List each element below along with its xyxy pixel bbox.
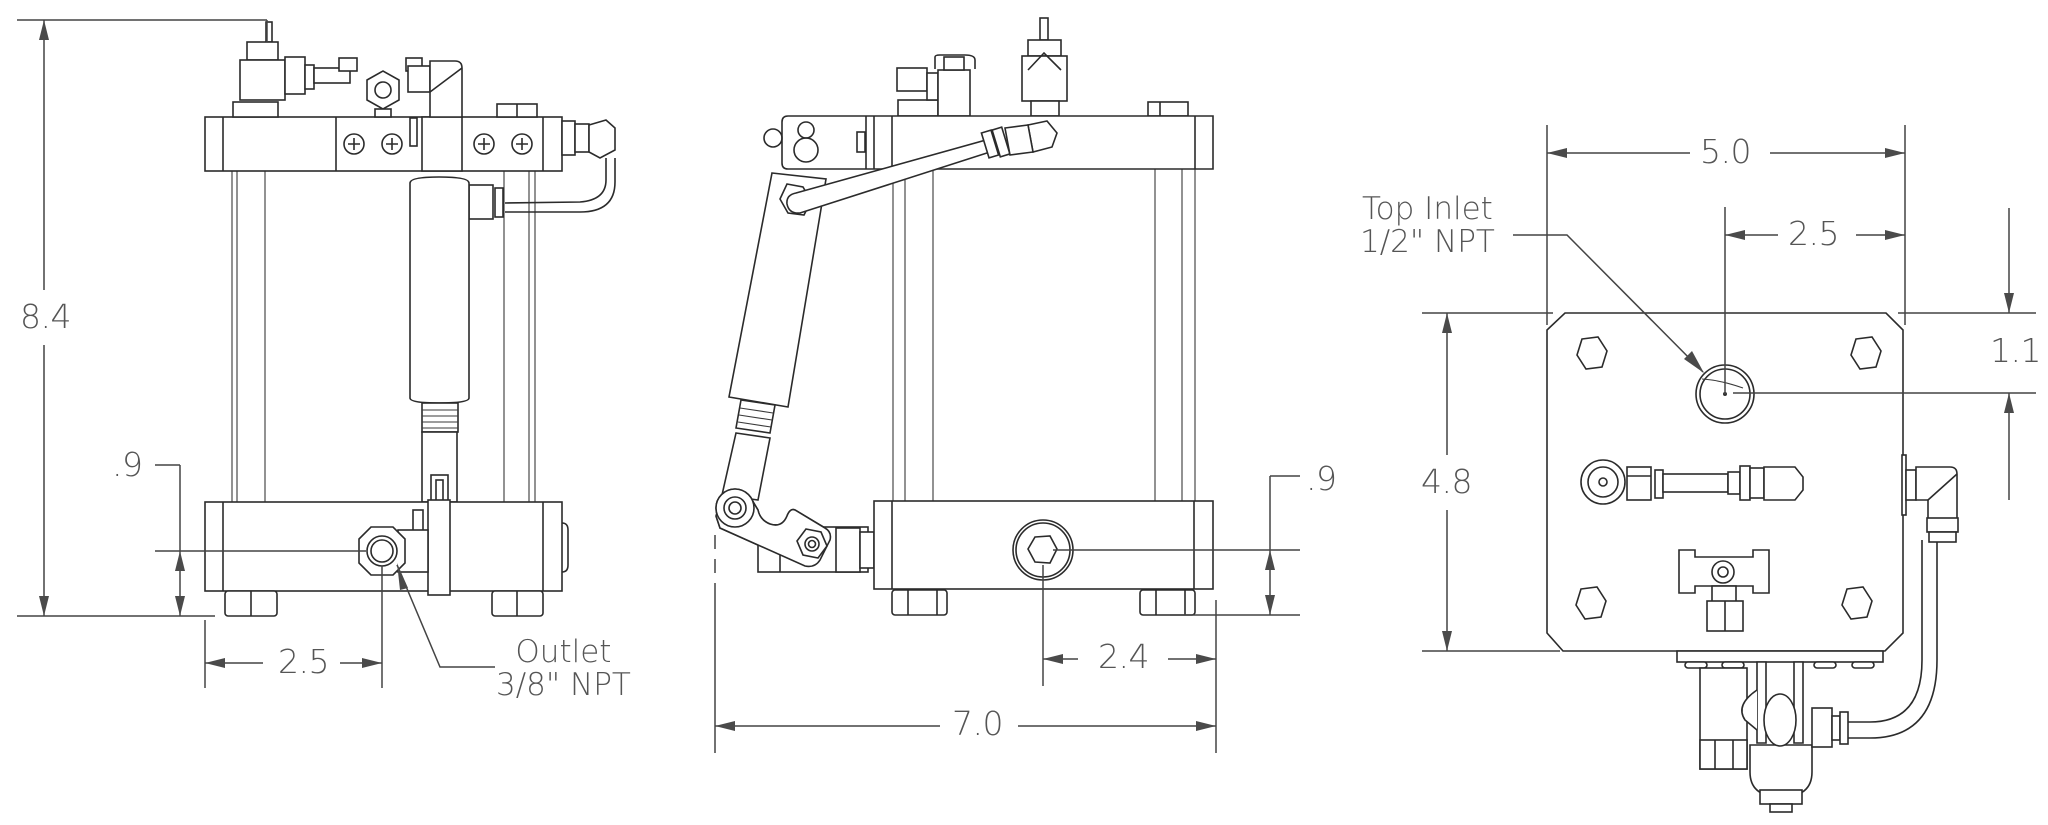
dimension-1.1 xyxy=(1733,208,2036,500)
top-inlet-callout: Top Inlet 1/2" NPT xyxy=(1360,191,1495,261)
screw-icon xyxy=(343,133,365,155)
screw-icon xyxy=(473,133,495,155)
screw-icon xyxy=(511,133,533,155)
hex-nut-icon xyxy=(366,70,400,110)
inlet-leader xyxy=(1513,234,1704,373)
side-tube xyxy=(1847,540,1938,739)
top-inlet-callout-line1: Top Inlet xyxy=(1362,191,1493,227)
dimension-2.5-top xyxy=(1724,207,1905,394)
hex-bolt-icon xyxy=(1576,336,1608,370)
dimension-label-outlet-offset: 2.5 xyxy=(278,642,329,681)
dimension-label-outlet-height: .9 xyxy=(112,445,143,484)
hex-bolt-icon xyxy=(1850,336,1882,370)
outlet-callout-line1: Outlet xyxy=(515,634,612,670)
inlet-fittings xyxy=(232,21,538,118)
gauge-tube-assembly xyxy=(1580,459,1804,505)
side-view xyxy=(714,17,1300,753)
dimension-2.5-front xyxy=(204,566,383,688)
dimension-.9-side xyxy=(1053,475,1300,616)
right-elbow-fitting xyxy=(1901,454,1959,543)
dimension-label-plug-offset: 2.4 xyxy=(1098,637,1149,676)
dimension-label-overall-width: 7.0 xyxy=(952,704,1003,743)
hex-bolt-icon xyxy=(1841,586,1873,620)
dimension-4.8 xyxy=(1422,312,1560,652)
outlet-callout: Outlet 3/8" NPT xyxy=(496,634,631,704)
dimension-label-plate-width: 5.0 xyxy=(1700,132,1751,171)
dimension-label-overall-height: 8.4 xyxy=(20,297,71,336)
dimension-5.0 xyxy=(1546,125,1906,325)
dimension-7.0 xyxy=(714,535,1217,753)
tie-rods xyxy=(892,169,1196,501)
outlet-leader xyxy=(396,563,495,668)
outlet-callout-line2: 3/8" NPT xyxy=(496,667,631,704)
side-tube xyxy=(468,119,616,220)
pump-underside xyxy=(1676,650,1884,813)
dimension-label-inlet-offset: 2.5 xyxy=(1788,214,1839,253)
dimension-2.4 xyxy=(1042,565,1217,690)
ball-valve xyxy=(1678,549,1770,632)
dimension-label-inlet-from-top: 1.1 xyxy=(1990,331,2041,370)
top-fittings xyxy=(896,17,1189,117)
dimension-label-plug-height: .9 xyxy=(1306,459,1337,498)
tie-rods xyxy=(231,171,536,502)
base-plate xyxy=(1546,312,1904,652)
side-port-block xyxy=(715,488,875,573)
bottom-block xyxy=(204,499,569,617)
valve-knob-icon xyxy=(1711,560,1735,584)
dimension-.9-front xyxy=(155,464,366,616)
top-inlet-callout-line2: 1/2" NPT xyxy=(1360,224,1495,261)
dimension-8.4 xyxy=(17,19,268,617)
outlet-fitting-icon xyxy=(358,526,406,576)
screw-icon xyxy=(381,133,403,155)
dimension-label-plate-depth: 4.8 xyxy=(1421,462,1472,501)
top-manifold-plate xyxy=(204,116,563,172)
top-view xyxy=(1422,125,2036,813)
hex-bolt-icon xyxy=(1575,586,1607,620)
front-view xyxy=(17,19,616,688)
diagonal-tube xyxy=(779,120,1058,216)
